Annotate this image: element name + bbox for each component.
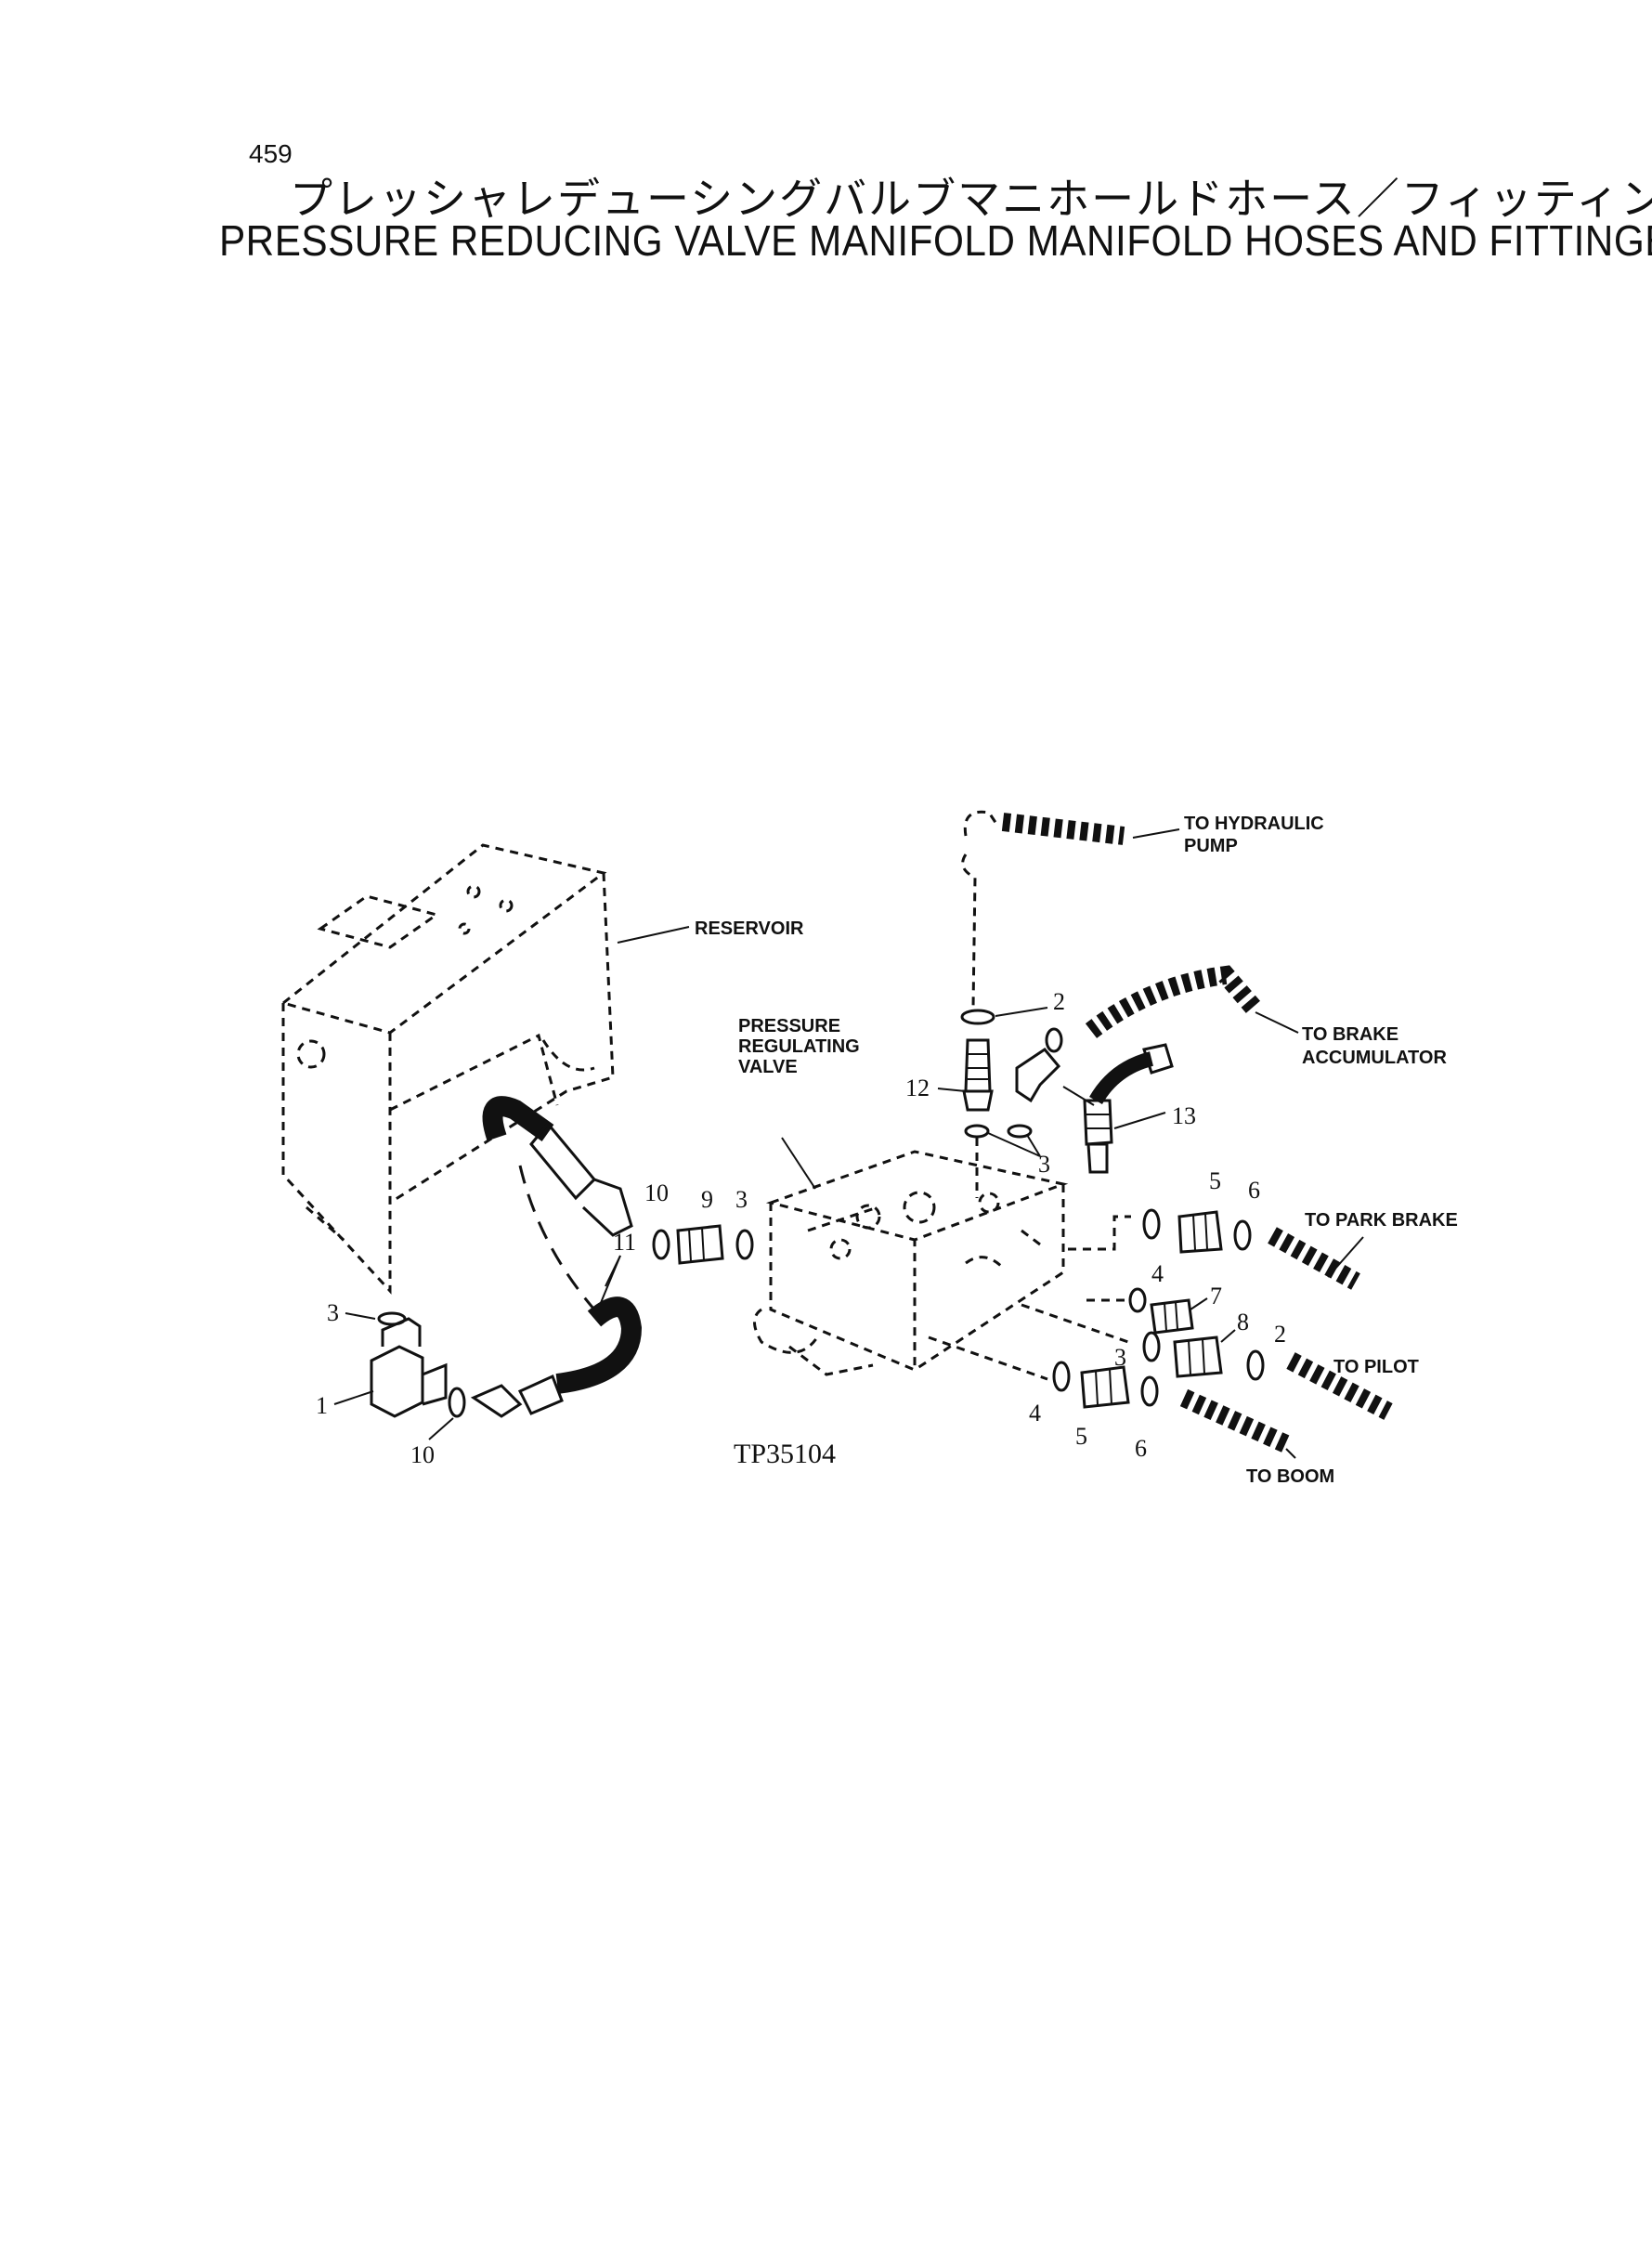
fitting-12 (962, 1038, 994, 1112)
part-label-10-upper: 10 (644, 1179, 669, 1206)
brake-accumulator-hose (1085, 965, 1261, 1038)
part-label-9: 9 (701, 1186, 713, 1213)
part-label-3-center: 3 (1038, 1151, 1050, 1178)
boom-hose (1179, 1388, 1291, 1453)
part-label-6-upper: 6 (1248, 1177, 1260, 1204)
o-ring-4-upper (1142, 1208, 1161, 1240)
part-label-5-lower: 5 (1075, 1423, 1087, 1450)
figure-id: TP35104 (734, 1439, 836, 1469)
callout-reservoir: RESERVOIR (695, 919, 804, 939)
part-label-4-upper: 4 (1151, 1260, 1164, 1287)
fitting-5-lower (1080, 1365, 1130, 1409)
callout-pump-line2: PUMP (1184, 836, 1238, 856)
part-label-4-lower: 4 (1029, 1400, 1041, 1427)
o-ring-3-center-b (1007, 1124, 1033, 1139)
part-label-3-right: 3 (1114, 1344, 1126, 1371)
o-ring-2-right (1246, 1349, 1265, 1381)
elbow-fitting-small (1015, 1048, 1061, 1103)
part-label-2-top: 2 (1053, 988, 1065, 1015)
part-label-1: 1 (316, 1392, 328, 1419)
part-label-8: 8 (1237, 1309, 1249, 1335)
o-ring-6-upper (1233, 1219, 1252, 1251)
callout-prv-line1: PRESSURE (738, 1016, 840, 1036)
o-ring-4-lower (1052, 1361, 1071, 1392)
fitting-9 (676, 1224, 724, 1265)
callout-pilot: TO PILOT (1333, 1357, 1419, 1377)
callout-brake-accumulator-line2: ACCUMULATOR (1302, 1048, 1447, 1068)
o-ring-3-reservoir (377, 1311, 407, 1326)
part-label-7: 7 (1210, 1283, 1222, 1309)
elbow-fitting-1 (370, 1317, 448, 1418)
callout-park-brake: TO PARK BRAKE (1305, 1210, 1458, 1231)
o-ring-10-lower (448, 1387, 466, 1418)
fitting-8 (1173, 1335, 1223, 1378)
o-ring-2-top (960, 1009, 995, 1025)
hose-11 (470, 1096, 643, 1418)
fitting-13 (1083, 1043, 1174, 1174)
o-ring-10-upper (652, 1229, 670, 1260)
part-label-2-right: 2 (1274, 1321, 1286, 1348)
o-ring-3-right (1142, 1331, 1161, 1362)
part-label-5-upper: 5 (1209, 1167, 1221, 1194)
hydraulic-pump-hose (961, 810, 1125, 1009)
o-ring-4-middle (1128, 1287, 1147, 1313)
plug-7 (1150, 1298, 1194, 1335)
callout-prv-line3: VALVE (738, 1057, 798, 1077)
page-title-english: PRESSURE REDUCING VALVE MANIFOLD MANIFOL… (219, 216, 1652, 265)
callout-pump-line1: TO HYDRAULIC (1184, 814, 1324, 834)
part-label-11: 11 (613, 1229, 636, 1256)
part-label-10: 10 (410, 1441, 435, 1468)
part-label-12: 12 (905, 1075, 930, 1101)
callout-brake-accumulator-line1: TO BRAKE (1302, 1024, 1398, 1045)
part-label-3: 3 (327, 1299, 339, 1326)
callout-boom: TO BOOM (1246, 1466, 1334, 1487)
part-label-6-lower: 6 (1135, 1435, 1147, 1462)
page-title-japanese: プレッシャレデューシングバルブマニホールドホース／フィッティング (290, 174, 1652, 224)
pressure-regulating-valve-block (753, 1150, 1069, 1376)
callout-prv-line2: REGULATING (738, 1036, 860, 1057)
fitting-5-upper (1177, 1210, 1223, 1254)
reservoir-illustration (280, 843, 615, 1295)
park-brake-hose (1268, 1227, 1360, 1290)
part-label-3-left: 3 (735, 1186, 748, 1213)
pilot-hose (1286, 1352, 1393, 1420)
part-label-13: 13 (1172, 1102, 1196, 1129)
o-ring-near-12 (1045, 1027, 1063, 1053)
page-number: 459 (249, 139, 293, 168)
o-ring-3-left (735, 1229, 754, 1260)
o-ring-3-center-a (964, 1124, 990, 1139)
o-ring-6-lower (1140, 1375, 1159, 1407)
